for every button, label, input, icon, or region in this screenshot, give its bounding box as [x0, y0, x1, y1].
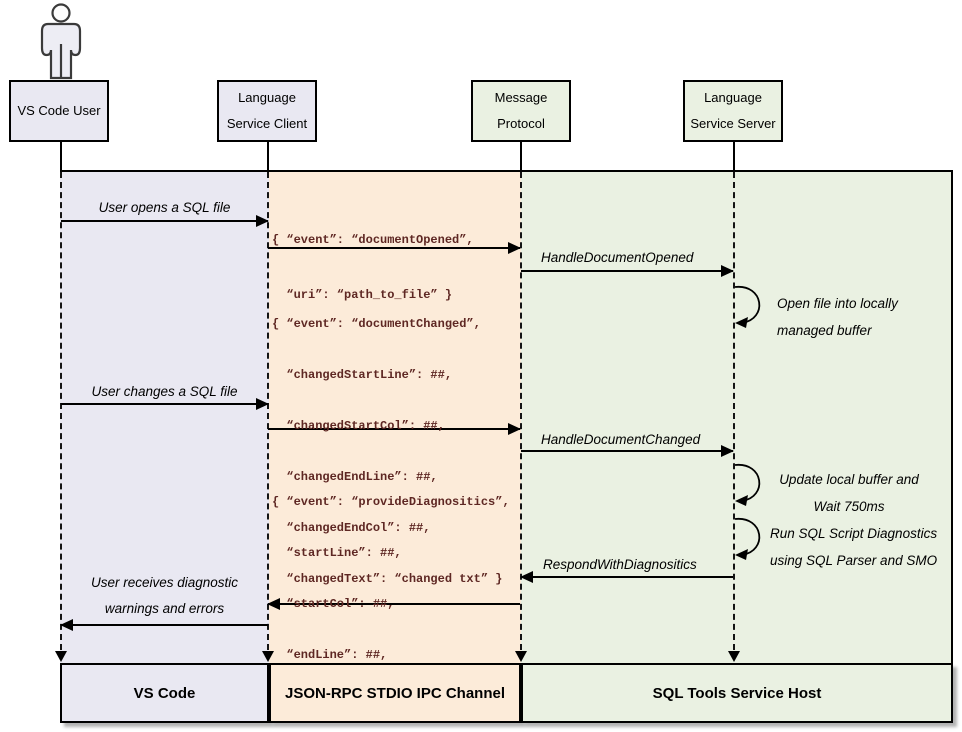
label-handle-document-opened: HandleDocumentOpened — [541, 250, 694, 265]
arrow-handle-document-changed — [521, 445, 734, 457]
label-user-changes-file: User changes a SQL file — [91, 384, 238, 399]
note-run-diagnostics: Run SQL Script Diagnostics using SQL Par… — [770, 526, 938, 568]
lifeline-end-arrow-icon — [728, 651, 740, 662]
arrow-handle-document-opened — [521, 265, 734, 277]
lifeline-end-arrow-icon — [55, 651, 67, 662]
arrow-user-opens-file — [61, 215, 269, 227]
arrow-user-receives-diagnostics — [60, 619, 268, 631]
self-loop-update-buffer-icon — [734, 464, 761, 506]
label-user-opens-file: User opens a SQL file — [98, 200, 231, 215]
lane-title-ipc-channel: JSON-RPC STDIO IPC Channel — [269, 663, 521, 723]
arrow-document-changed — [268, 423, 521, 435]
stub-client — [267, 142, 269, 171]
lane-vscode — [60, 172, 269, 663]
actor-label-line2: Service Server — [690, 116, 776, 131]
label-user-receives-diagnostics: User receives diagnostic warnings and er… — [90, 575, 239, 616]
lane-title-service-host: SQL Tools Service Host — [521, 663, 953, 723]
arrow-respond-with-diagnostics — [520, 571, 733, 583]
user-actor-icon — [40, 3, 82, 80]
header-box-language-service-client: Language Service Client — [217, 80, 317, 142]
label-handle-document-changed: HandleDocumentChanged — [541, 432, 701, 447]
lifeline-end-arrow-icon — [515, 651, 527, 662]
actor-label-line1: Message — [494, 90, 548, 105]
json-payload-document-changed: { “event”: “documentChanged”, “changedSt… — [272, 317, 503, 586]
label-respond-with-diagnostics: RespondWithDiagnositics — [543, 557, 697, 572]
lifeline-server — [733, 172, 735, 650]
lane-right-border — [951, 170, 953, 663]
actor-label-line1: Language — [704, 90, 762, 105]
arrow-user-changes-file — [61, 398, 269, 410]
lane-top-border — [60, 170, 953, 172]
self-loop-open-buffer-icon — [734, 286, 761, 328]
actor-label-line1: Language — [238, 90, 296, 105]
note-update-buffer: Update local buffer and Wait 750ms — [779, 472, 919, 514]
lifeline-client — [267, 172, 269, 650]
lane-service-host — [521, 172, 953, 663]
stub-protocol — [520, 142, 522, 171]
header-box-language-service-server: Language Service Server — [683, 80, 783, 142]
self-loop-run-diagnostics-icon — [734, 518, 761, 560]
header-box-message-protocol: Message Protocol — [471, 80, 571, 142]
lifeline-user — [60, 172, 62, 650]
actor-label-line2: Protocol — [497, 116, 545, 131]
actor-label: VS Code User — [17, 103, 101, 118]
stub-server — [733, 142, 735, 171]
stub-user — [60, 142, 62, 171]
note-open-buffer: Open file into locally managed buffer — [777, 296, 898, 338]
lifeline-protocol — [520, 172, 522, 650]
lane-title-vscode: VS Code — [60, 663, 269, 723]
actor-label-line2: Service Client — [226, 116, 308, 131]
lane-ipc-channel — [269, 172, 521, 663]
json-payload-document-opened: { “event”: “documentOpened”, “uri”: “pat… — [272, 233, 474, 302]
arrow-provide-diagnostics-response — [267, 598, 520, 610]
header-box-vscode-user: VS Code User — [9, 80, 109, 142]
arrow-document-opened — [268, 242, 521, 254]
lifeline-end-arrow-icon — [262, 651, 274, 662]
